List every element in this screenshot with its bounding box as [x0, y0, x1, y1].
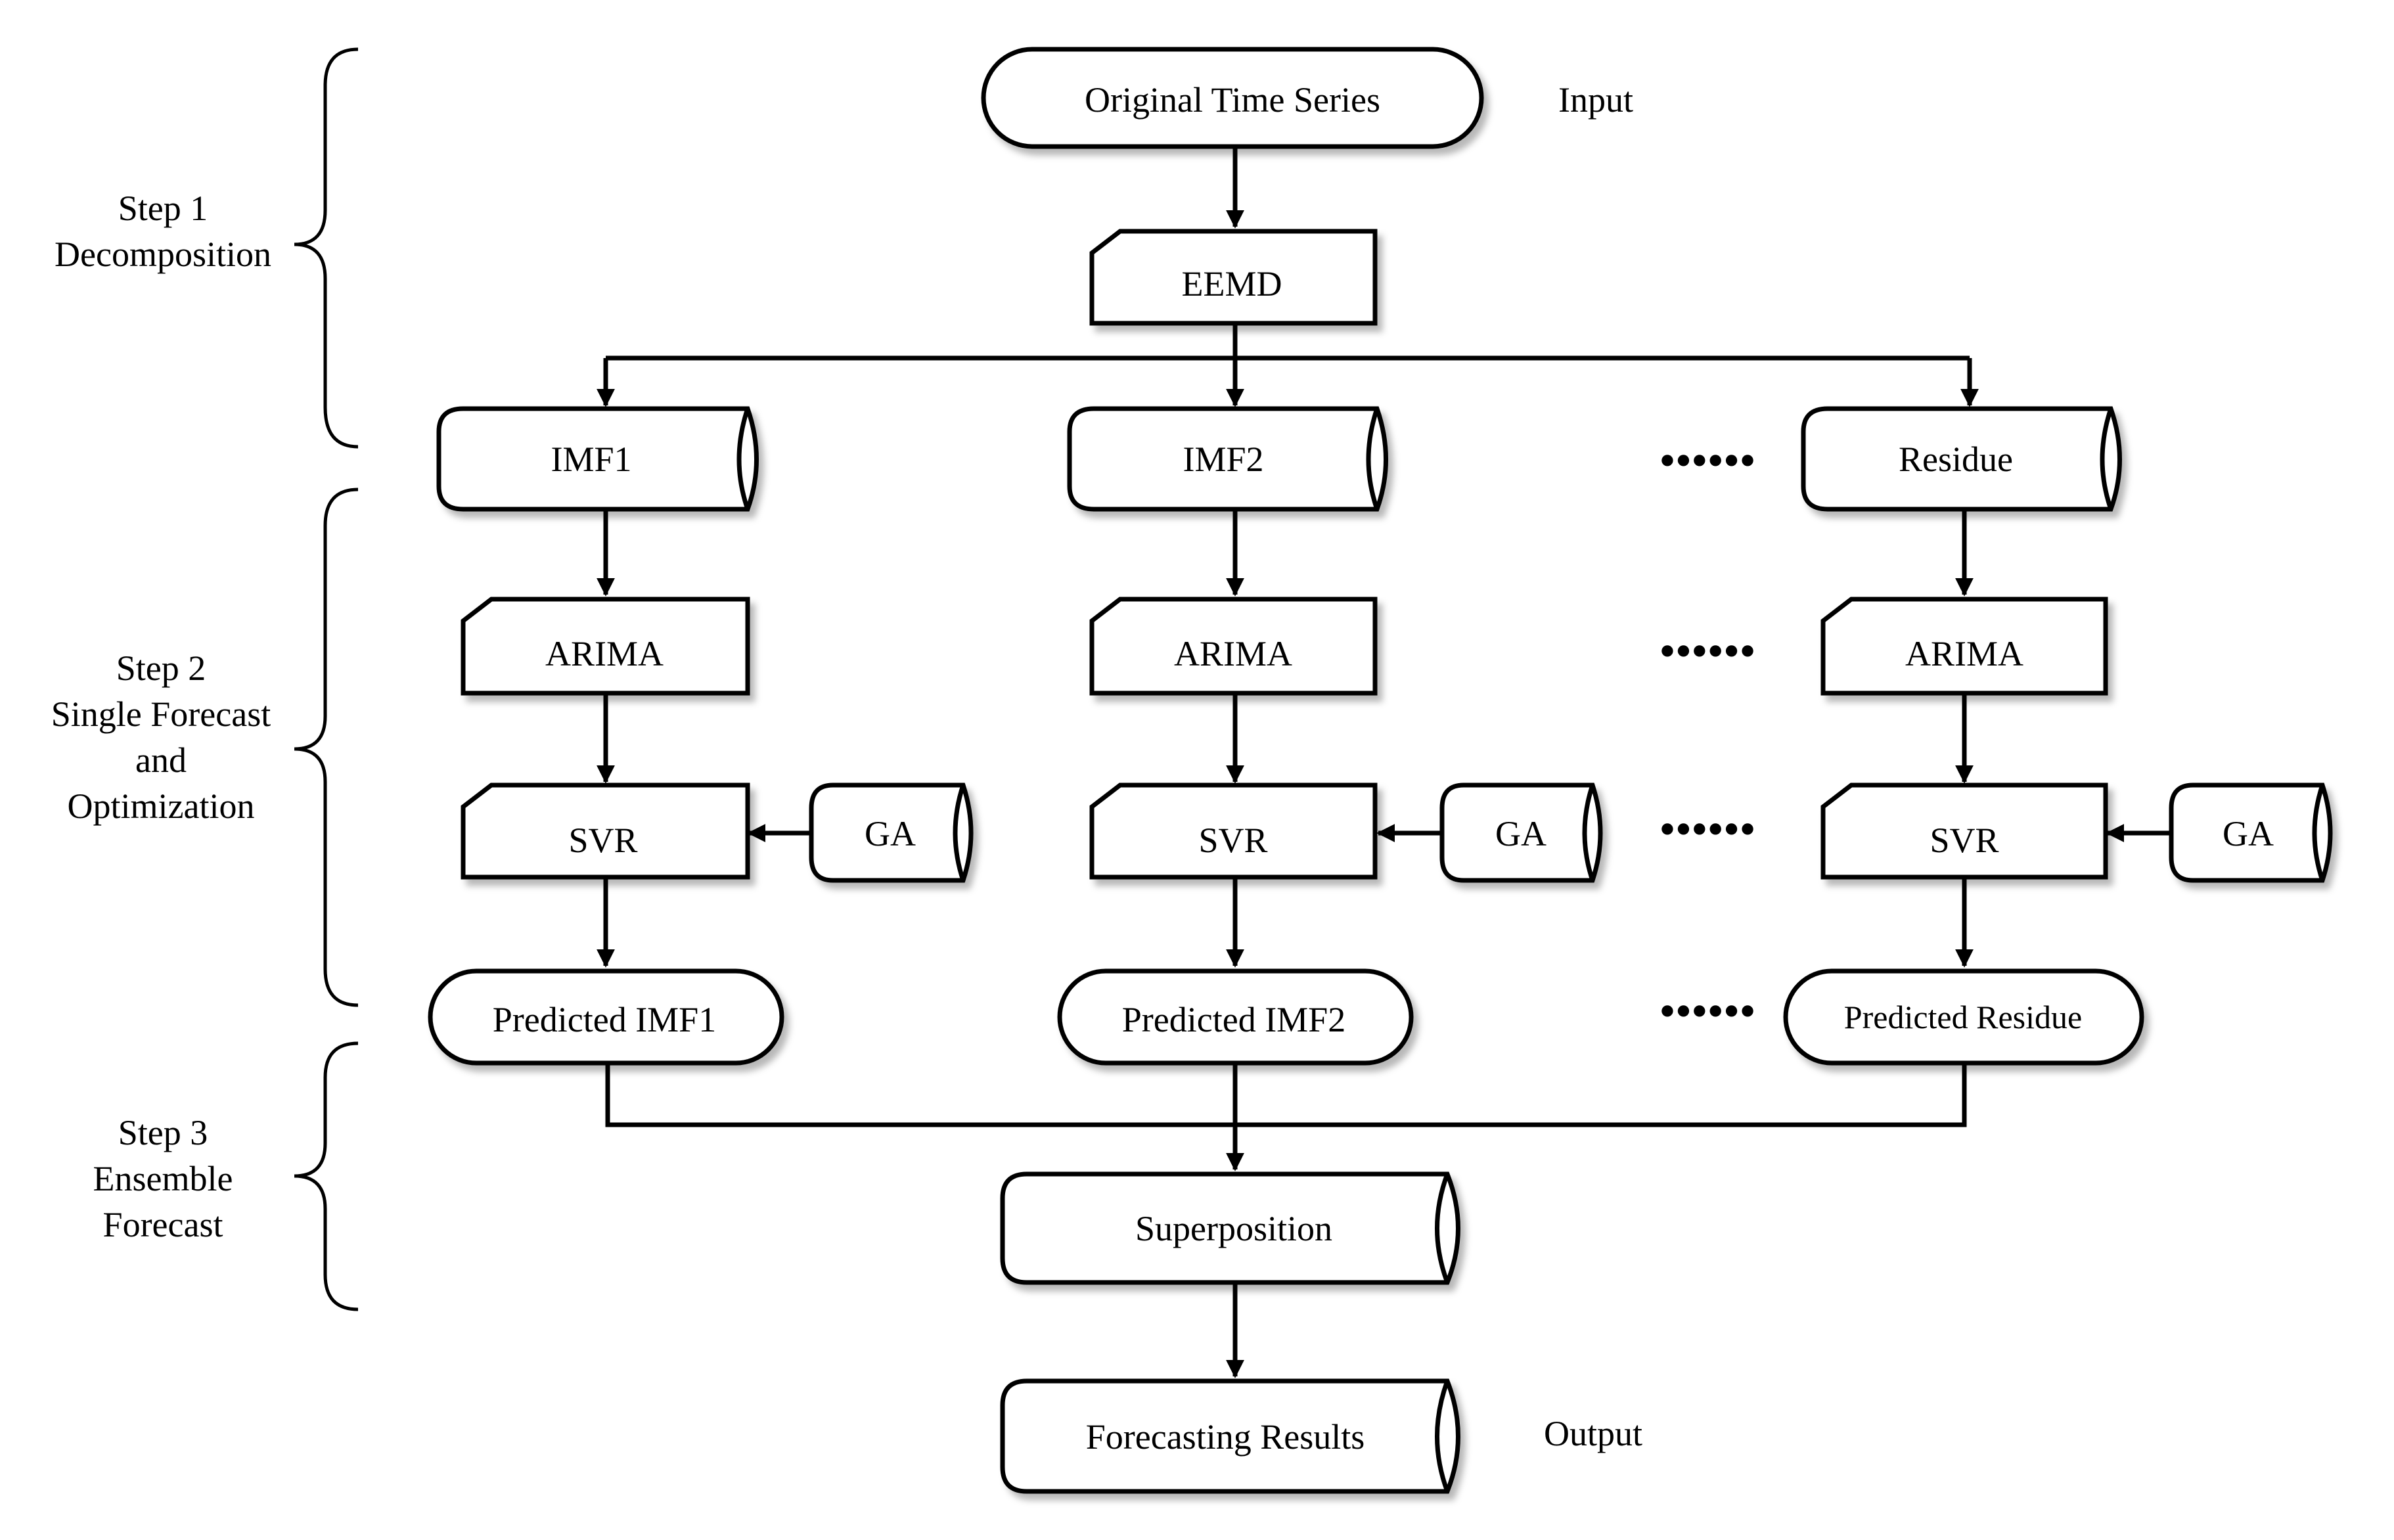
original-time-series-node: Original Time Series [981, 47, 1484, 149]
imf2-label: IMF2 [1183, 440, 1263, 479]
ga-3-label: GA [2223, 814, 2274, 853]
predicted-imf2-node: Predicted IMF2 [1057, 968, 1414, 1066]
arima-2-node: ARIMA [1089, 597, 1378, 696]
svr-1-node: SVR [461, 782, 750, 880]
predicted-residue-node: Predicted Residue [1783, 968, 2144, 1066]
svr-3-label: SVR [1930, 821, 1999, 860]
brace-step2 [294, 487, 359, 1007]
brace-step3 [294, 1041, 359, 1311]
ellipsis-row2: •••••• [1660, 627, 1756, 674]
superposition-label: Superposition [1135, 1209, 1332, 1248]
step2-line3: and [135, 740, 187, 780]
brace-step1 [294, 47, 359, 449]
residue-node: Residue [1801, 406, 2122, 512]
predicted-imf1-label: Predicted IMF1 [493, 1000, 716, 1039]
ga-1-label: GA [865, 814, 916, 853]
step2-line4: Optimization [68, 786, 255, 826]
ellipsis-row1: •••••• [1660, 437, 1756, 484]
step3-title: Step 3 [118, 1113, 208, 1152]
forecasting-results-label: Forecasting Results [1086, 1417, 1365, 1457]
arima-1-node: ARIMA [461, 597, 750, 696]
arima-2-label: ARIMA [1174, 634, 1292, 673]
imf2-node: IMF2 [1067, 406, 1388, 512]
predicted-imf1-node: Predicted IMF1 [428, 968, 784, 1066]
step1-subtitle: Decomposition [55, 235, 271, 274]
step3-line3: Forecast [103, 1205, 223, 1244]
connectors [597, 148, 2171, 1378]
residue-label: Residue [1899, 440, 2013, 479]
ga-2-label: GA [1495, 814, 1547, 853]
superposition-node: Superposition [1000, 1171, 1460, 1285]
predicted-residue-label: Predicted Residue [1844, 999, 2082, 1035]
original-time-series-label: Original Time Series [1085, 80, 1380, 120]
step1-title: Step 1 [118, 189, 208, 228]
input-label: Input [1558, 80, 1633, 120]
arima-3-label: ARIMA [1905, 634, 2023, 673]
svr-1-label: SVR [568, 821, 637, 860]
predicted-imf2-label: Predicted IMF2 [1122, 1000, 1345, 1039]
step3-line2: Ensemble [93, 1159, 233, 1198]
ga-2-node: GA [1439, 782, 1603, 883]
ellipsis-row3: •••••• [1660, 805, 1756, 852]
ga-3-node: GA [2169, 782, 2333, 883]
svr-3-node: SVR [1820, 782, 2108, 880]
output-label: Output [1544, 1414, 1642, 1453]
imf1-label: IMF1 [551, 440, 631, 479]
svr-2-node: SVR [1089, 782, 1378, 880]
ga-1-node: GA [809, 782, 974, 883]
eemd-node: EEMD [1089, 229, 1378, 326]
ellipsis-row4: •••••• [1660, 987, 1756, 1034]
forecasting-results-node: Forecasting Results [1000, 1378, 1460, 1494]
svr-2-label: SVR [1198, 821, 1267, 860]
step2-line2: Single Forecast [51, 694, 271, 734]
step2-title: Step 2 [116, 648, 206, 688]
imf1-node: IMF1 [436, 406, 759, 512]
arima-1-label: ARIMA [545, 634, 664, 673]
arima-3-node: ARIMA [1820, 597, 2108, 696]
eemd-label: EEMD [1182, 264, 1282, 304]
